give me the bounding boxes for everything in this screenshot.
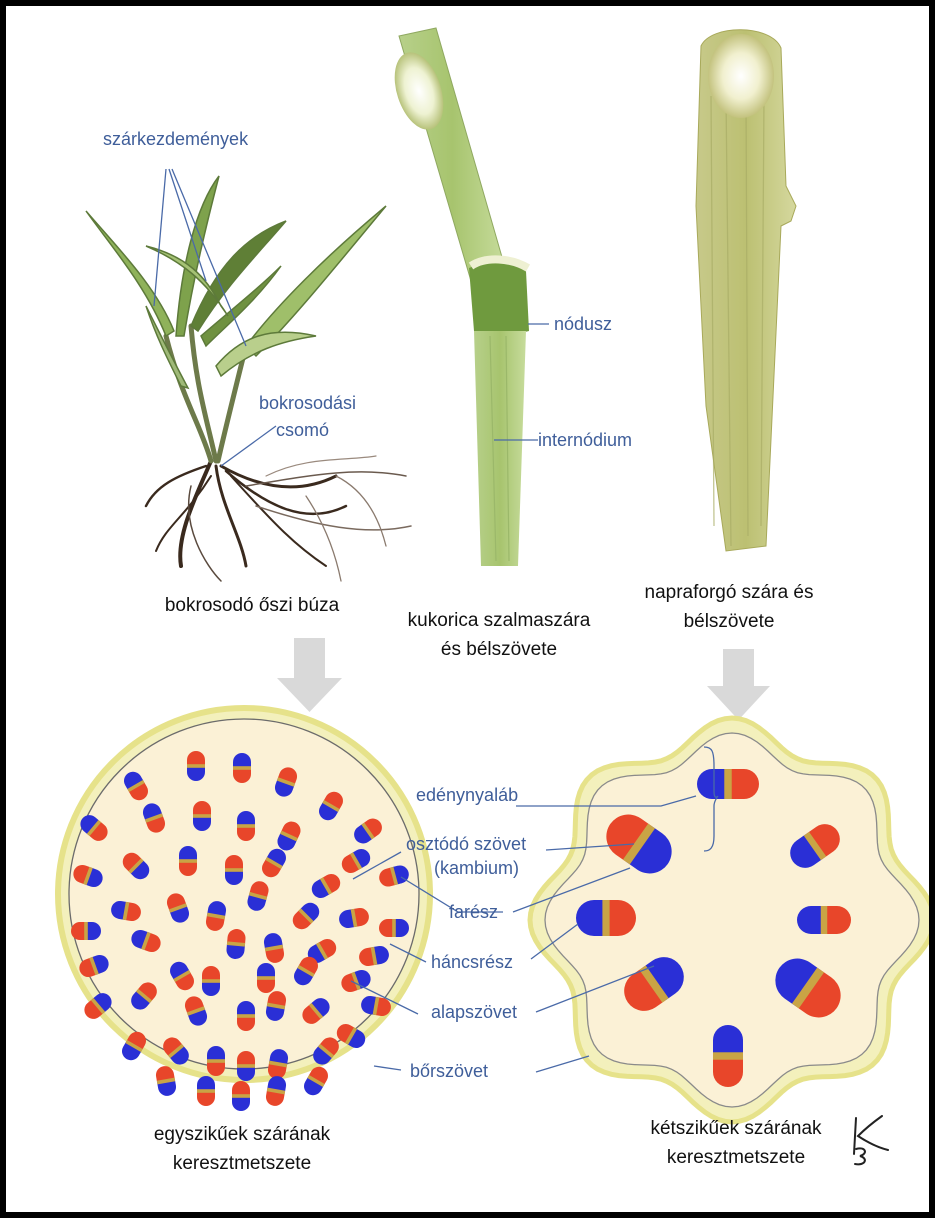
caption-monocot: egyszikűek szárának keresztmetszete bbox=[92, 1120, 392, 1178]
vascular-bundle bbox=[713, 1025, 743, 1087]
caption-dicot: kétszikűek szárának keresztmetszete bbox=[586, 1114, 886, 1172]
vascular-bundle bbox=[225, 855, 243, 885]
vascular-bundle bbox=[179, 846, 197, 876]
caption-sunflower-line2: bélszövete bbox=[579, 607, 879, 636]
vascular-bundle bbox=[379, 919, 409, 937]
caption-sunflower: napraforgó szára és bélszövete bbox=[579, 578, 879, 636]
label-phloem: háncsrész bbox=[431, 950, 513, 974]
vascular-bundle bbox=[233, 753, 251, 783]
label-shoot-primordia: szárkezdemények bbox=[103, 127, 248, 151]
label-node: nódusz bbox=[554, 312, 612, 336]
leader-line-tillering-node bbox=[221, 426, 276, 466]
label-vascular-bundle: edénynyaláb bbox=[416, 783, 518, 807]
caption-monocot-line1: egyszikűek szárának bbox=[92, 1120, 392, 1149]
vascular-bundle bbox=[193, 801, 211, 831]
caption-monocot-line2: keresztmetszete bbox=[92, 1149, 392, 1178]
vascular-bundle bbox=[797, 906, 851, 934]
label-cambium-line1: osztódó szövet bbox=[406, 832, 526, 856]
vascular-bundle bbox=[237, 1051, 255, 1081]
label-ground-tissue: alapszövet bbox=[431, 1000, 517, 1024]
vascular-bundle bbox=[197, 1076, 215, 1106]
label-cambium-line2: (kambium) bbox=[434, 856, 519, 880]
label-epidermis: bőrszövet bbox=[410, 1059, 488, 1083]
vascular-bundle bbox=[697, 769, 759, 799]
caption-dicot-line1: kétszikűek szárának bbox=[586, 1114, 886, 1143]
vascular-bundle bbox=[257, 963, 275, 993]
caption-sunflower-line1: napraforgó szára és bbox=[579, 578, 879, 607]
label-xylem: farész bbox=[449, 900, 498, 924]
vascular-bundle bbox=[237, 811, 255, 841]
monocot-cross-section bbox=[58, 708, 430, 1111]
vascular-bundle bbox=[202, 966, 220, 996]
vascular-bundle bbox=[207, 1046, 225, 1076]
vascular-bundle bbox=[71, 922, 101, 940]
dicot-cross-section bbox=[530, 718, 929, 1122]
sunflower-stem bbox=[696, 30, 796, 551]
vascular-bundle bbox=[187, 751, 205, 781]
caption-corn-line2: és bélszövete bbox=[349, 635, 649, 664]
vascular-bundle bbox=[576, 900, 636, 936]
label-internode: internódium bbox=[538, 428, 632, 452]
wheat-plant bbox=[86, 169, 411, 581]
caption-dicot-line2: keresztmetszete bbox=[586, 1143, 886, 1172]
corn-stem bbox=[386, 28, 549, 566]
label-tillering-node-line2: csomó bbox=[276, 418, 329, 442]
vascular-bundle bbox=[237, 1001, 255, 1031]
vascular-bundle bbox=[232, 1081, 250, 1111]
label-tillering-node-line1: bokrosodási bbox=[259, 391, 356, 415]
